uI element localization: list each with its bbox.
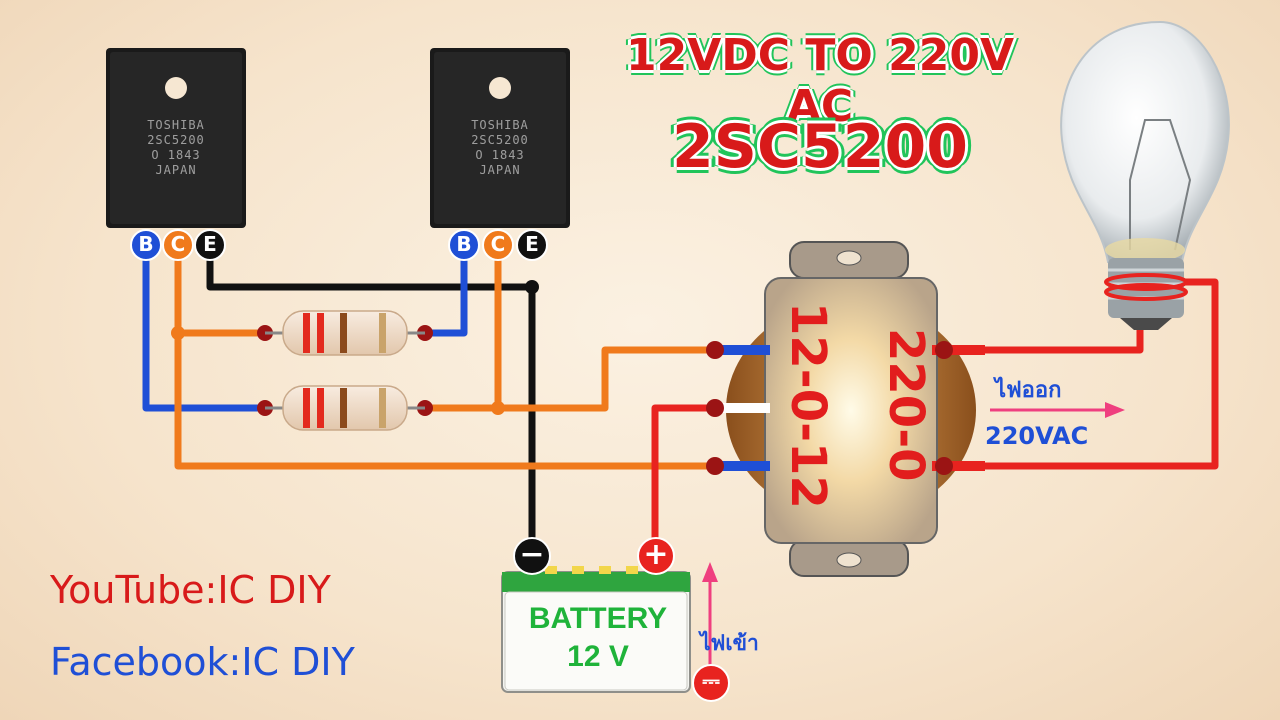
- q2-emitter-pin: E: [516, 229, 548, 261]
- output-thai-label: ไฟออก: [995, 378, 1062, 403]
- transformer: [726, 241, 976, 577]
- facebook-credit: Facebook:IC DIY: [50, 640, 355, 684]
- q1-origin: JAPAN: [155, 163, 197, 177]
- base-wire-q1: [142, 245, 265, 412]
- battery-voltage: 12 V: [567, 640, 629, 673]
- transistor-q1-marking: TOSHIBA 2SC5200 O 1843 JAPAN: [116, 118, 236, 178]
- dc-symbol-icon: ⎓: [692, 664, 730, 702]
- battery-name: BATTERY: [528, 602, 668, 635]
- base-wire-q2: [425, 245, 468, 337]
- battery-positive-terminal: +: [637, 537, 675, 575]
- primary-winding-label: 12-0-12: [780, 302, 836, 509]
- q1-base-pin: B: [130, 229, 162, 261]
- q2-origin: JAPAN: [479, 163, 521, 177]
- q1-collector-pin: C: [162, 229, 194, 261]
- emitter-wire: [206, 245, 536, 555]
- collector-q2-transformer: [498, 346, 715, 412]
- input-thai-label: ไฟเข้า: [700, 631, 759, 655]
- q1-code: O 1843: [151, 148, 201, 162]
- q2-code: O 1843: [475, 148, 525, 162]
- q2-collector-pin: C: [482, 229, 514, 261]
- secondary-winding-label: 220-0: [878, 328, 934, 482]
- q2-brand: TOSHIBA: [471, 118, 529, 132]
- resistor-r2: [257, 385, 433, 431]
- collector-wire-q1: [174, 245, 715, 470]
- battery: [501, 566, 691, 693]
- title-line-1: 12VDC TO 220V AC: [625, 30, 1015, 132]
- q1-part: 2SC5200: [147, 133, 205, 147]
- light-bulb: [1060, 20, 1230, 330]
- transistor-q1-body: [106, 48, 246, 228]
- center-tap-wire: [651, 404, 715, 555]
- output-wire-bottom: [985, 278, 1219, 470]
- youtube-credit: YouTube:IC DIY: [50, 568, 331, 612]
- battery-negative-terminal: −: [513, 537, 551, 575]
- resistor-r1: [257, 310, 433, 356]
- title-line-2: 2SC5200: [672, 112, 968, 182]
- output-voltage-label: 220VAC: [985, 422, 1089, 450]
- transistor-q2-body: [430, 48, 570, 228]
- q1-brand: TOSHIBA: [147, 118, 205, 132]
- q2-base-pin: B: [448, 229, 480, 261]
- battery-label: BATTERY 12 V: [510, 600, 686, 676]
- transistor-q2-marking: TOSHIBA 2SC5200 O 1843 JAPAN: [440, 118, 560, 178]
- q1-emitter-pin: E: [194, 229, 226, 261]
- q2-part: 2SC5200: [471, 133, 529, 147]
